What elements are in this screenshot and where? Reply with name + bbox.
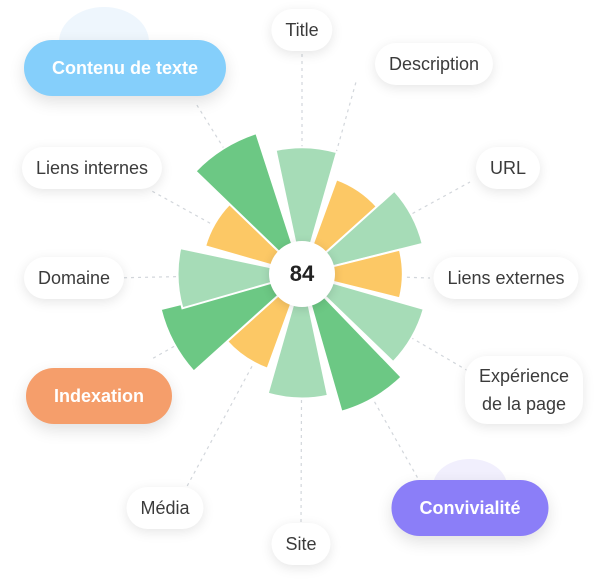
leader-line-11 — [194, 101, 303, 275]
label-experience-de-la-page[interactable]: Expérience de la page — [464, 356, 584, 424]
label-convivialite[interactable]: Convivialité — [391, 480, 549, 536]
label-media[interactable]: Média — [126, 487, 204, 529]
wedge-5 — [306, 288, 403, 413]
label-description[interactable]: Description — [374, 43, 494, 85]
wedge-4 — [316, 278, 426, 364]
wedge-group — [159, 131, 426, 413]
wedge-2 — [317, 189, 424, 270]
label-url[interactable]: URL — [475, 147, 541, 189]
label-indexation[interactable]: Indexation — [25, 368, 173, 424]
leader-line-4 — [301, 273, 471, 373]
label-domaine[interactable]: Domaine — [23, 257, 125, 299]
label-site[interactable]: Site — [271, 523, 331, 565]
leader-line-7 — [184, 273, 303, 491]
label-liens-internes[interactable]: Liens internes — [21, 147, 163, 189]
label-contenu-de-texte[interactable]: Contenu de texte — [23, 40, 227, 96]
wedge-9 — [176, 246, 282, 310]
label-liens-externes[interactable]: Liens externes — [433, 257, 579, 299]
label-title[interactable]: Title — [271, 9, 333, 51]
wedge-3 — [322, 248, 404, 300]
score-value: 84 — [289, 261, 315, 286]
wedge-0 — [274, 146, 339, 254]
wedge-6 — [266, 294, 330, 400]
score-circle: 84 — [269, 241, 335, 307]
wedge-11 — [194, 131, 297, 260]
